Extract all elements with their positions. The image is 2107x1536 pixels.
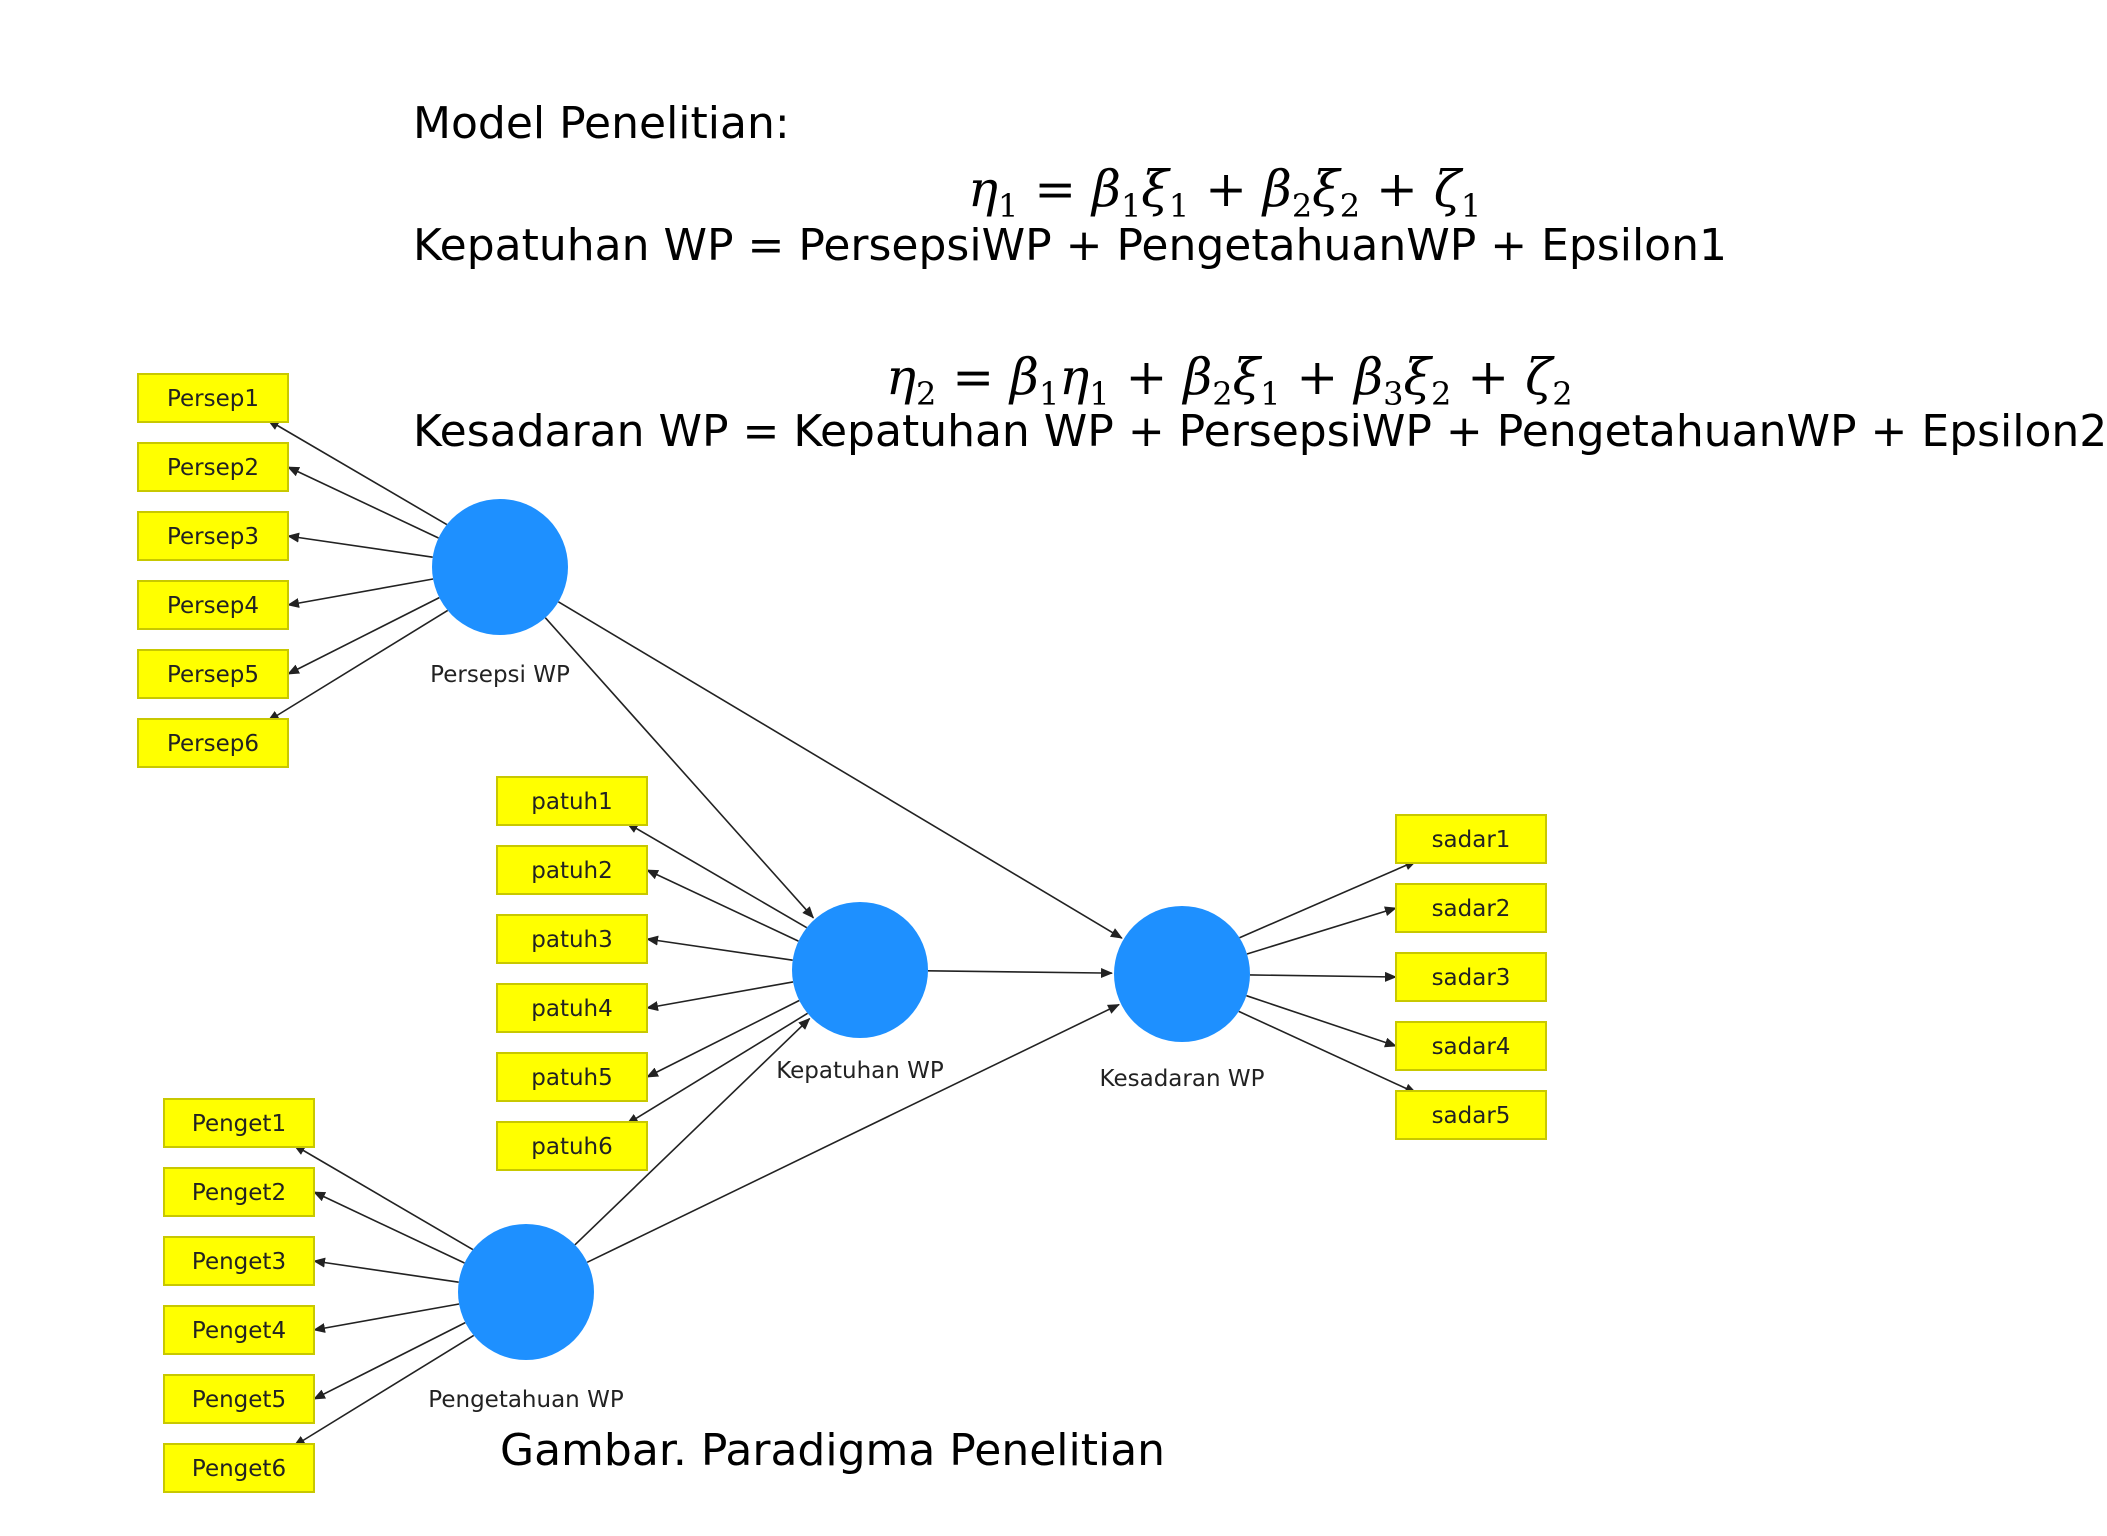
indicator-label: Penget1	[192, 1111, 286, 1137]
indicator-box	[496, 845, 648, 895]
loading-arrow	[646, 981, 794, 1011]
loading-arrow	[313, 1321, 466, 1400]
indicator-label: patuh2	[531, 858, 613, 884]
indicator-box	[163, 1167, 315, 1217]
structural-path-arrow	[574, 1017, 811, 1246]
indicator-box	[496, 914, 648, 964]
latent-persepsi	[432, 499, 568, 635]
latent-pengetahuan	[458, 1224, 594, 1360]
structural-path-arrow	[586, 1003, 1120, 1264]
indicator-box	[1395, 883, 1547, 933]
model-title: Model Penelitian:	[413, 98, 790, 149]
indicator-label: Penget5	[192, 1387, 286, 1413]
loading-arrow	[646, 935, 793, 961]
indicator-label: Penget3	[192, 1249, 286, 1275]
indicator-box	[1395, 952, 1547, 1002]
loading-arrow	[267, 609, 449, 722]
loading-arrow	[287, 532, 433, 558]
latent-kesadaran	[1114, 906, 1250, 1042]
loading-arrow	[626, 822, 808, 929]
loading-arrow	[1239, 860, 1417, 939]
indicator-label: Penget2	[192, 1180, 286, 1206]
indicator-box	[1395, 1090, 1547, 1140]
indicator-label: Persep6	[167, 731, 259, 757]
indicator-label: sadar4	[1432, 1034, 1511, 1060]
latent-label: Kesadaran WP	[1100, 1066, 1265, 1092]
structural-path-arrow	[544, 617, 815, 919]
loading-arrow	[1246, 994, 1397, 1048]
loading-arrow	[313, 1257, 459, 1283]
indicator-label: sadar2	[1432, 896, 1511, 922]
formula-1-text: Kepatuhan WP = PersepsiWP + PengetahuanW…	[413, 220, 1727, 271]
indicator-box	[1395, 1021, 1547, 1071]
loading-arrow	[1249, 971, 1397, 982]
indicator-label: patuh4	[531, 996, 613, 1022]
indicator-box	[163, 1236, 315, 1286]
loading-arrow	[1238, 1010, 1417, 1094]
indicator-box	[496, 776, 648, 826]
indicator-label: sadar3	[1432, 965, 1511, 991]
latent-label: Pengetahuan WP	[428, 1387, 624, 1413]
indicator-box	[1395, 814, 1547, 864]
indicator-box	[137, 511, 289, 561]
latent-kepatuhan	[792, 902, 928, 1038]
indicator-label: sadar5	[1432, 1103, 1511, 1129]
indicator-label: Penget4	[192, 1318, 286, 1344]
indicator-label: Persep4	[167, 593, 259, 619]
formula-2-text: Kesadaran WP = Kepatuhan WP + PersepsiWP…	[413, 406, 2107, 457]
figure-caption: Gambar. Paradigma Penelitian	[500, 1425, 1166, 1476]
equation-2: η2 = β1η1 + β2ξ1 + β3ξ2 + ζ2	[886, 348, 1573, 413]
indicator-label: patuh5	[531, 1065, 613, 1091]
loading-arrow	[646, 999, 800, 1078]
indicator-label: patuh3	[531, 927, 613, 953]
loading-arrow	[287, 578, 434, 608]
indicator-label: patuh1	[531, 789, 613, 815]
indicator-box	[163, 1374, 315, 1424]
loading-arrow	[287, 596, 440, 675]
indicator-label: patuh6	[531, 1134, 613, 1160]
arrows-layer	[267, 419, 1417, 1447]
indicator-box	[137, 649, 289, 699]
indicator-box	[496, 1052, 648, 1102]
indicator-box	[137, 718, 289, 768]
loading-arrow	[1246, 906, 1397, 955]
latent-label: Persepsi WP	[430, 662, 570, 688]
indicator-box	[137, 373, 289, 423]
loading-arrow	[287, 466, 439, 539]
indicator-label: Penget6	[192, 1456, 286, 1482]
loading-arrow	[646, 869, 799, 942]
indicator-label: Persep2	[167, 455, 259, 481]
indicator-box	[496, 1121, 648, 1171]
indicator-box	[163, 1443, 315, 1493]
loading-arrow	[626, 1012, 808, 1125]
indicator-box	[163, 1098, 315, 1148]
path-diagram: Persep1Persep2Persep3Persep4Persep5Perse…	[137, 373, 1547, 1493]
loading-arrow	[267, 419, 448, 526]
indicator-box	[137, 580, 289, 630]
loading-arrow	[313, 1303, 460, 1333]
latent-label: Kepatuhan WP	[776, 1058, 944, 1084]
loading-arrow	[313, 1191, 465, 1264]
loading-arrow	[293, 1334, 475, 1447]
equation-1: η1 = β1ξ1 + β2ξ2 + ζ1	[968, 160, 1482, 225]
structural-path-arrow	[927, 967, 1114, 978]
indicator-label: sadar1	[1432, 827, 1511, 853]
indicator-box	[163, 1305, 315, 1355]
structural-path-arrow	[557, 601, 1123, 939]
indicator-box	[137, 442, 289, 492]
indicator-label: Persep3	[167, 524, 259, 550]
nodes-layer: Persep1Persep2Persep3Persep4Persep5Perse…	[137, 373, 1547, 1493]
indicator-label: Persep5	[167, 662, 259, 688]
loading-arrow	[293, 1144, 474, 1251]
indicator-label: Persep1	[167, 386, 259, 412]
indicator-box	[496, 983, 648, 1033]
